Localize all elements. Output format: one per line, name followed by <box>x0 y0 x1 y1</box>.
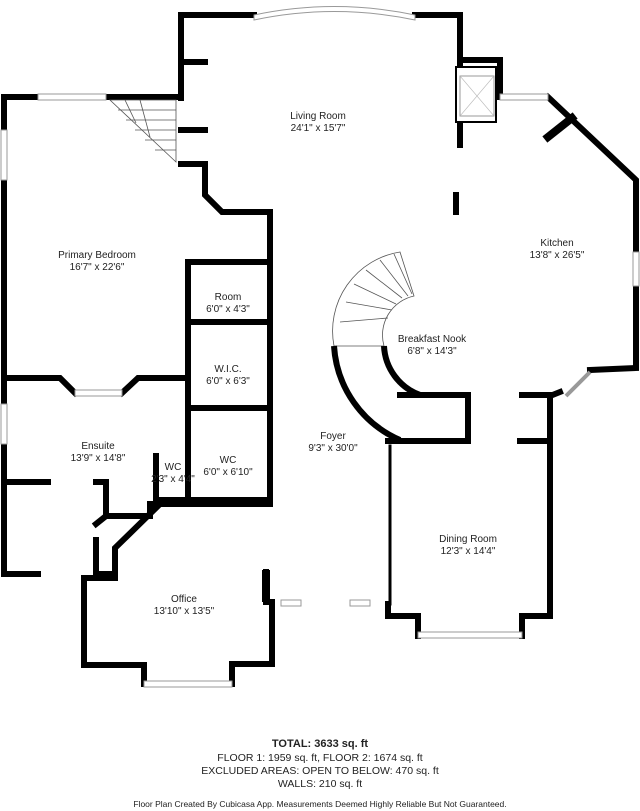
fireplace <box>455 66 497 123</box>
dining-room-size: 12'3" x 14'4" <box>441 546 496 557</box>
wc-size: 6'0" x 6'10" <box>203 467 253 478</box>
office-name: Office <box>171 594 197 605</box>
wc-name: WC <box>220 455 237 466</box>
living-room-size: 24'1" x 15'7" <box>291 123 346 134</box>
office-size: 13'10" x 13'5" <box>154 606 215 617</box>
kitchen-size: 13'8" x 26'5" <box>530 250 585 261</box>
floor-areas: FLOOR 1: 1959 sq. ft, FLOOR 2: 1674 sq. … <box>217 752 423 764</box>
total-area: TOTAL: 3633 sq. ft <box>271 738 369 750</box>
primary-bedroom-name: Primary Bedroom <box>58 250 136 261</box>
dining-room-name: Dining Room <box>439 534 497 545</box>
wc-small-size: 2'3" x 4'4" <box>151 474 195 485</box>
excluded-areas: EXCLUDED AREAS: OPEN TO BELOW: 470 sq. f… <box>201 765 439 777</box>
breakfast-nook-name: Breakfast Nook <box>398 334 467 345</box>
curved-staircase <box>332 251 415 347</box>
room-labels: Living Room 24'1" x 15'7" Kitchen 13'8" … <box>58 111 585 617</box>
room-size: 6'0" x 4'3" <box>206 304 250 315</box>
breakfast-nook-size: 6'8" x 14'3" <box>407 346 457 357</box>
foyer-name: Foyer <box>320 431 346 442</box>
wc-small-name: WC <box>165 462 182 473</box>
windows <box>0 6 640 688</box>
ensuite-size: 13'9" x 14'8" <box>71 453 126 464</box>
primary-bedroom-size: 16'7" x 22'6" <box>70 262 125 273</box>
living-room-name: Living Room <box>290 111 346 122</box>
ensuite-name: Ensuite <box>81 441 115 452</box>
room-name: Room <box>215 292 242 303</box>
exterior-walls <box>1 12 639 687</box>
foyer-size: 9'3" x 30'0" <box>308 443 358 454</box>
wic-size: 6'0" x 6'3" <box>206 376 250 387</box>
kitchen-name: Kitchen <box>540 238 573 249</box>
curved-walls <box>331 345 422 443</box>
wic-name: W.I.C. <box>214 364 241 375</box>
walls-area: WALLS: 210 sq. ft <box>277 778 363 790</box>
credit-line: Floor Plan Created By Cubicasa App. Meas… <box>133 799 507 809</box>
stairs-upper <box>108 99 177 163</box>
